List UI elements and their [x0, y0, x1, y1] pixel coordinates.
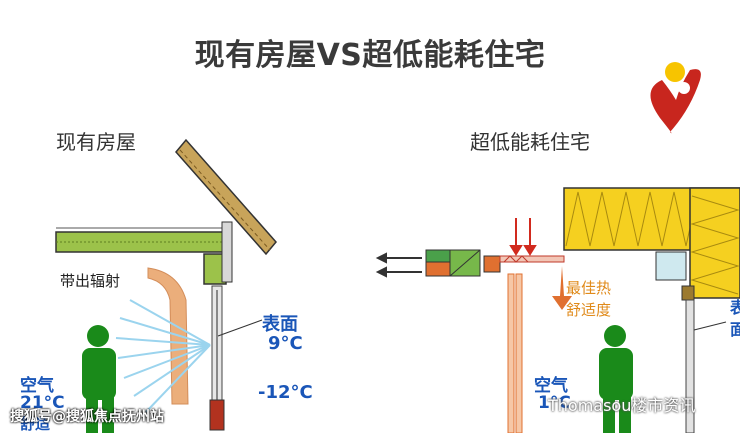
roof-rafter — [175, 138, 277, 256]
radiation-label: 带出辐射 — [60, 272, 121, 290]
window-sash — [655, 251, 695, 433]
right-air-temp: 1°C — [538, 393, 571, 413]
watermark-right: Thomasou楼市资讯 — [548, 396, 696, 415]
left-panel-title: 现有房屋 — [56, 130, 136, 154]
left-air-label: 空气 — [20, 376, 54, 396]
page-title: 现有房屋VS超低能耗住宅 — [194, 38, 546, 73]
right-panel-title: 超低能耗住宅 — [470, 130, 590, 154]
surface-temp: 9°C — [268, 333, 303, 354]
right-air-label: 空气 — [534, 376, 568, 396]
left-air-cut: 舒适 — [20, 415, 51, 433]
warm-arrow — [552, 266, 572, 310]
surface-label: 表面 — [262, 314, 298, 335]
radiation-arrow — [147, 267, 189, 405]
right-edge-label-1: 表 — [730, 298, 740, 317]
person-right — [599, 325, 633, 433]
insulation-wall — [563, 187, 740, 299]
brand-logo-icon — [650, 62, 701, 134]
floor-slab — [55, 227, 229, 253]
comfort-label-2: 舒适度 — [566, 301, 612, 319]
right-edge-label-2: 面 — [730, 320, 740, 339]
surface-pointer — [217, 319, 263, 337]
comfort-label-1: 最佳热 — [566, 279, 612, 297]
cold-rays — [115, 299, 211, 413]
supply-ducts — [507, 273, 523, 433]
ventilation-unit — [425, 249, 565, 277]
inlet-arrows — [509, 218, 537, 256]
person-left — [82, 325, 116, 433]
window-frame — [209, 285, 225, 431]
watermark-left: 搜狐号@搜狐焦点抚州站 — [10, 409, 164, 425]
outside-temp: -12°C — [258, 382, 313, 403]
right-pointer — [693, 321, 727, 331]
left-air-temp: 21°C — [20, 393, 65, 413]
wall-column — [221, 221, 233, 283]
outlet-arrows — [375, 252, 422, 278]
